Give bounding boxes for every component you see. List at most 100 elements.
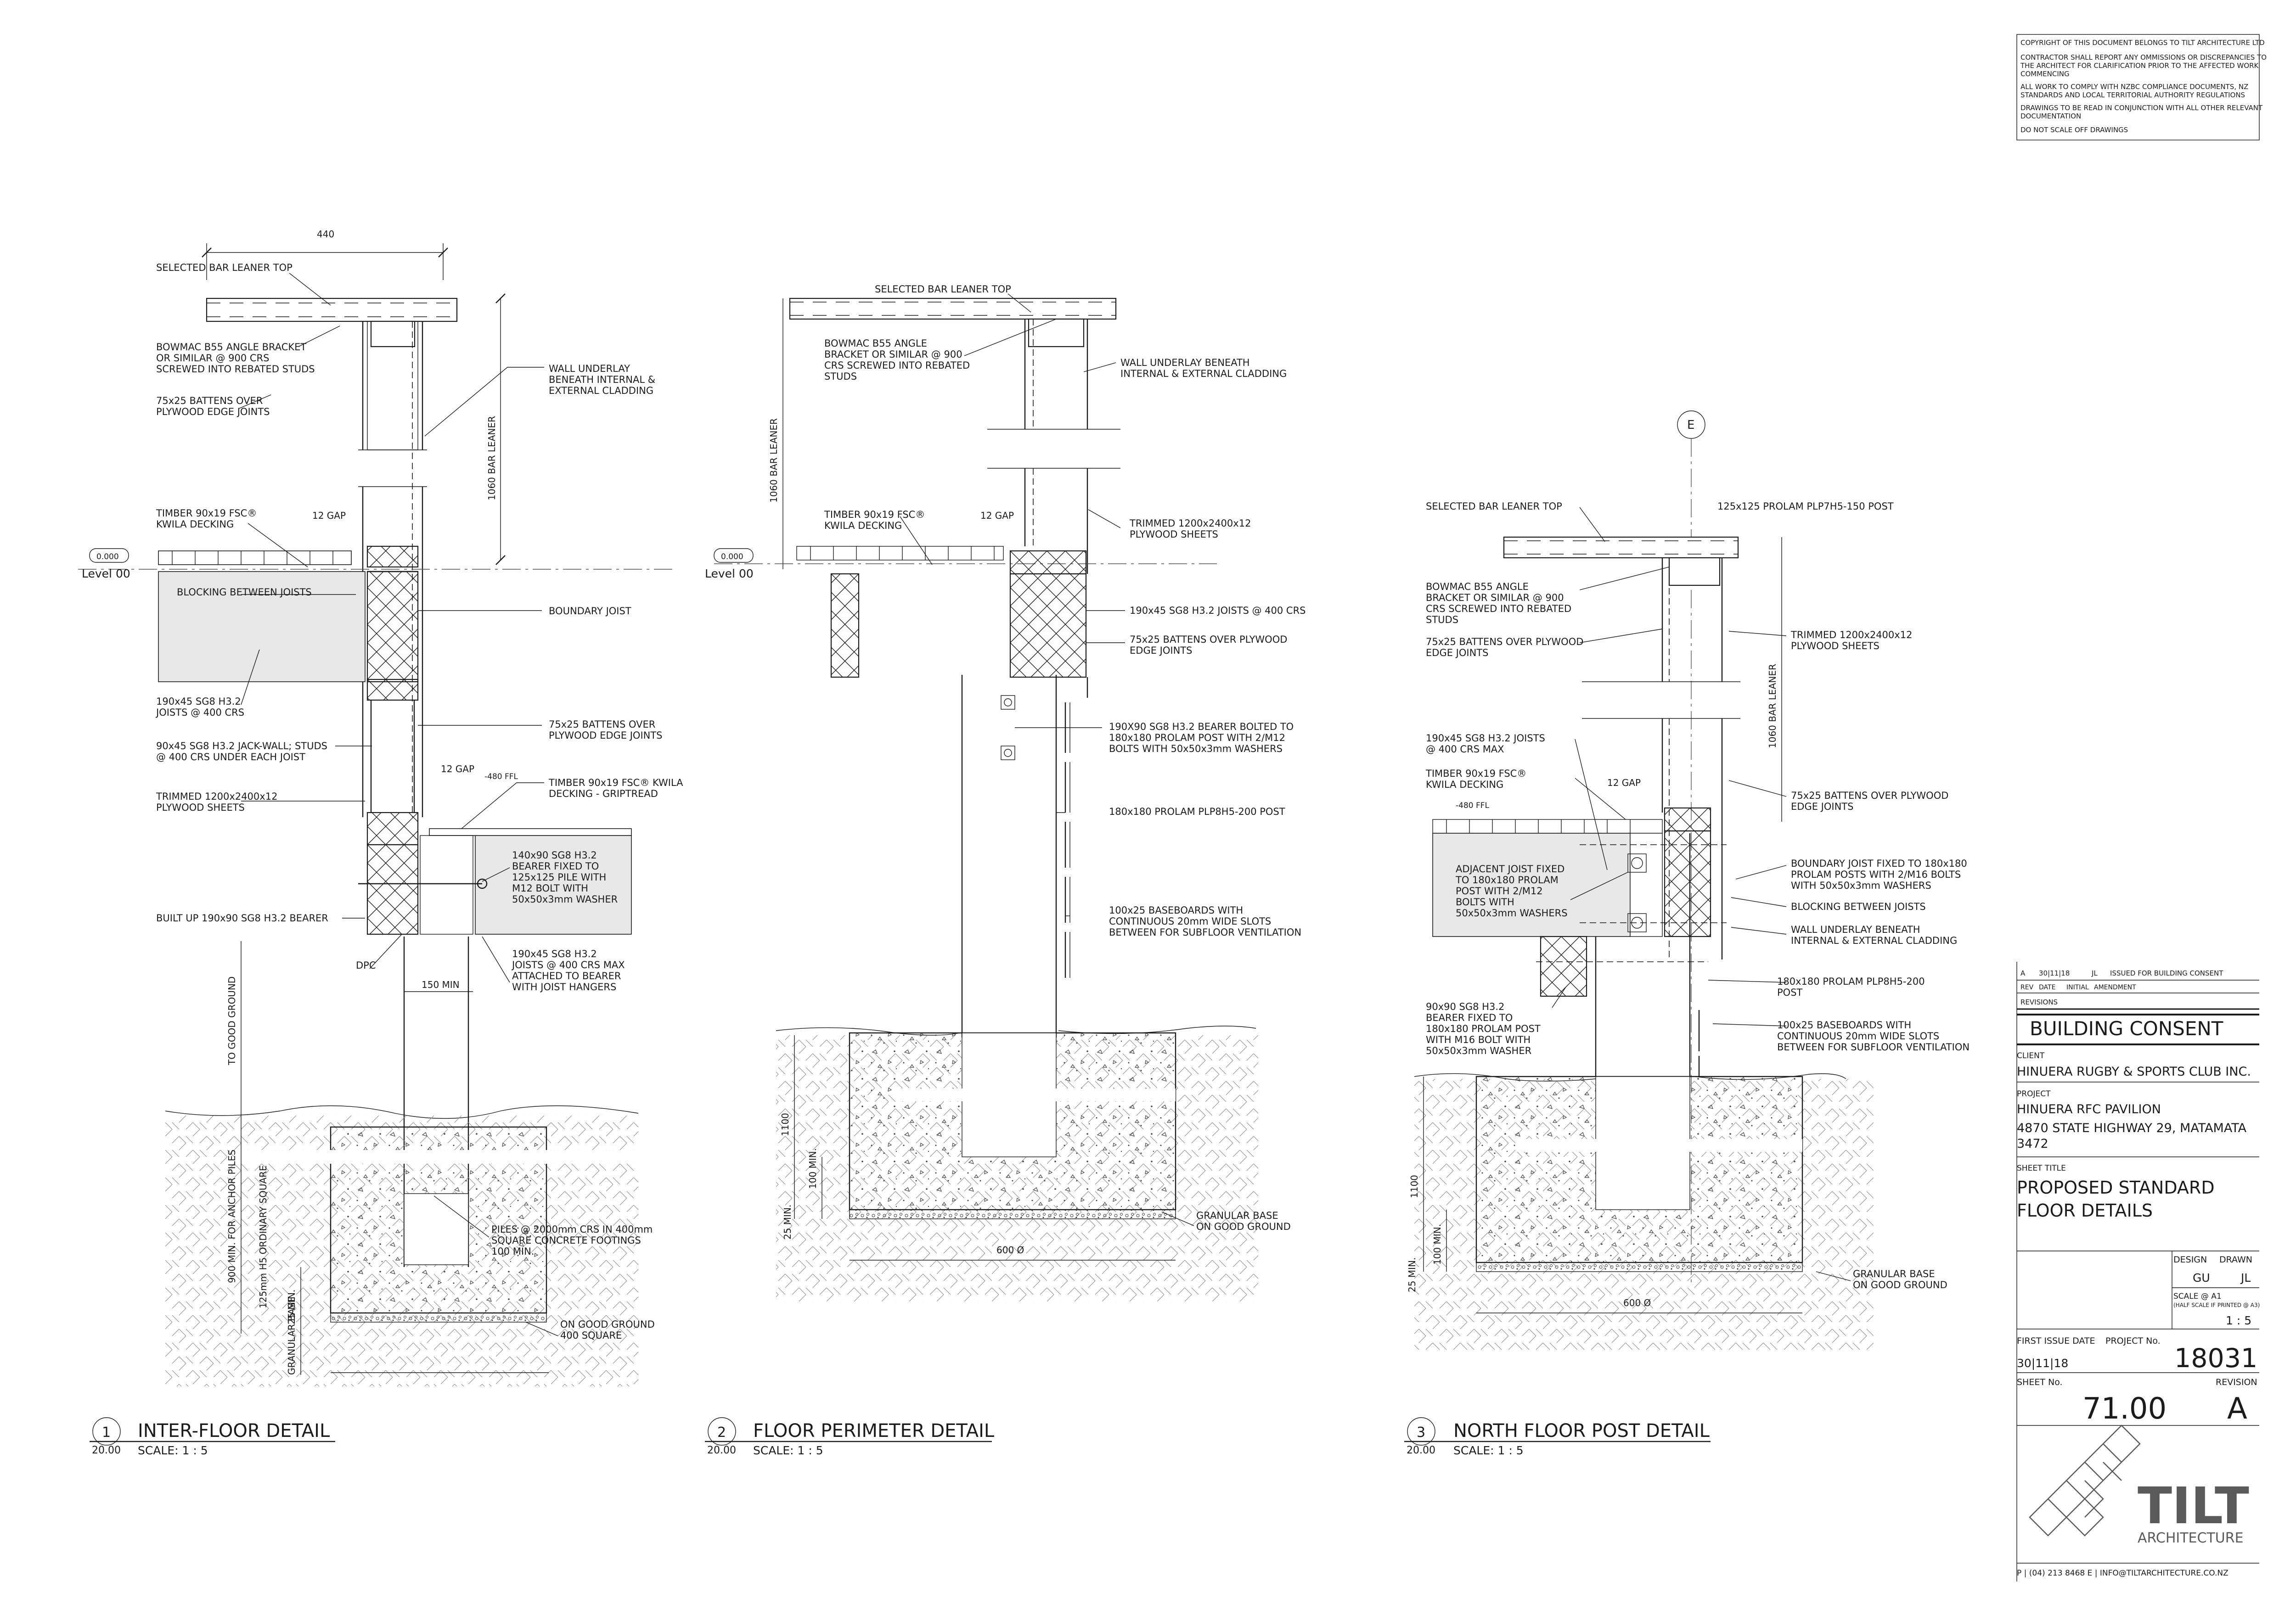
rev-header: AMENDMENT [2094,984,2136,991]
rev-header: DATE [2039,984,2055,991]
callout: OR SIMILAR @ 900 CRS [156,353,269,364]
note-line: COPYRIGHT OF THIS DOCUMENT BELONGS TO TI… [2020,39,2265,47]
callout: PLYWOOD SHEETS [1130,529,1218,540]
callout: 125x125 PILE WITH [512,872,606,883]
callout: 140x90 SG8 H3.2 [512,850,597,861]
project-name: HINUERA RFC PAVILION [2017,1102,2161,1116]
callout: CRS SCREWED INTO REBATED [824,360,970,371]
callout: SELECTED BAR LEANER TOP [156,262,293,273]
callout: PLYWOOD SHEETS [156,802,245,813]
detail-2-floor-perimeter: 1060 BAR LEANER 0.000 Level 00 1100 [705,284,1306,1457]
callout: TRIMMED 1200x2400x12 [1790,629,1912,640]
project-postcode: 3472 [2017,1137,2048,1151]
callout: GRANULAR BASE [1196,1210,1278,1221]
callout: 75x25 BATTENS OVER PLYWOOD [1791,790,1948,801]
callout: 190X90 SG8 H3.2 BEARER BOLTED TO [1109,721,1294,732]
sheet-title-line: FLOOR DETAILS [2017,1200,2153,1221]
note-line: THE ARCHITECT FOR CLARIFICATION PRIOR TO… [2020,62,2259,70]
sheet-no-label: SHEET No. [2017,1377,2063,1387]
callout: BENEATH INTERNAL & [549,374,655,385]
dim-label: 1060 BAR LEANER [486,416,497,500]
scale-label: SCALE @ A1 [2173,1292,2222,1301]
callout: 75x25 BATTENS OVER PLYWOOD [1426,636,1583,647]
dim-label: 12 GAP [980,510,1014,521]
callout: SELECTED BAR LEANER TOP [875,284,1011,295]
callout: 180x180 PROLAM POST WITH 2/M12 [1109,732,1285,743]
first-issue-date: 30|11|18 [2017,1357,2068,1370]
detail-number: 1 [102,1425,111,1441]
callout: BOWMAC B55 ANGLE [824,338,927,349]
callout: STUDS [1426,614,1458,625]
callout: SCREWED INTO REBATED STUDS [156,364,315,375]
callout: BOWMAC B55 ANGLE BRACKET [156,342,306,353]
callout: POST [1777,987,1803,998]
callout: CONTINUOUS 20mm WIDE SLOTS [1109,916,1271,927]
callout: 50x50x3mm WASHERS [1456,908,1568,919]
callout: KWILA DECKING [1426,779,1503,790]
callout: SQUARE CONCRETE FOOTINGS [491,1235,641,1246]
callout: 100 MIN. [491,1246,534,1257]
callout: BOLTS WITH [1456,897,1514,908]
callout: BOWMAC B55 ANGLE [1426,581,1529,592]
logo-subtitle: ARCHITECTURE [2138,1530,2244,1546]
callout: 100x25 BASEBOARDS WITH [1777,1020,1911,1031]
note-line: DRAWINGS TO BE READ IN CONJUNCTION WITH … [2020,104,2263,112]
drawn-initials: JL [2240,1271,2251,1284]
callout: EDGE JOINTS [1791,801,1853,812]
callout: KWILA DECKING [156,519,234,530]
general-notes-box: COPYRIGHT OF THIS DOCUMENT BELONGS TO TI… [2016,34,2267,140]
callout: BRACKET OR SIMILAR @ 900 [1426,592,1564,603]
detail-number: 3 [1417,1425,1425,1441]
callout: 75x25 BATTENS OVER PLYWOOD [1130,634,1287,645]
detail-scale: SCALE: 1 : 5 [138,1444,208,1457]
callout: 190x45 SG8 H3.2 [156,696,241,707]
callout: BRACKET OR SIMILAR @ 900 [824,349,962,360]
callout: 190x45 SG8 H3.2 [512,948,597,959]
callout: GRANULAR BASE [1853,1268,1935,1279]
detail-number: 2 [717,1425,726,1441]
note-line: DOCUMENTATION [2020,112,2081,120]
note-line: DO NOT SCALE OFF DRAWINGS [2020,126,2128,134]
callout: INTERNAL & EXTERNAL CLADDING [1120,368,1287,379]
callout: ON GOOD GROUND [560,1319,655,1330]
callout: BLOCKING BETWEEN JOISTS [1791,901,1926,912]
level-value: 0.000 [721,552,743,561]
grid-label: E [1687,418,1694,432]
revision-label: REVISION [2216,1377,2257,1387]
callout: WITH 50x50x3mm WASHERS [1791,880,1931,891]
detail-ref: 20.00 [92,1445,121,1456]
callout: WITH M16 BOLT WITH [1426,1034,1531,1045]
callout: 90x45 SG8 H3.2 JACK-WALL; STUDS [156,740,327,752]
design-initials: GU [2193,1271,2210,1284]
callout: WALL UNDERLAY BENEATH [1791,924,1920,935]
callout: DPC [356,960,376,971]
callout: STUDS [824,371,857,382]
rev-letter: A [2020,969,2026,977]
title-block: A 30|11|18 JL ISSUED FOR BUILDING CONSEN… [2016,962,2260,1582]
dim-label: 125mm H5 ORDINARY SQUARE [258,1165,269,1308]
detail-ref: 20.00 [707,1445,736,1456]
dim-label: 25 MIN. [1407,1257,1418,1292]
callout: EDGE JOINTS [1426,647,1488,658]
dim-label: 100 MIN. [807,1148,818,1189]
callout: TIMBER 90x19 FSC® KWILA [548,777,683,788]
callout: TO 180x180 PROLAM [1455,875,1559,886]
detail-title: INTER-FLOOR DETAIL [138,1420,330,1442]
callout: PLYWOOD SHEETS [1791,640,1880,651]
detail-3-north-floor-post: E 1060 BAR LEANER [1404,410,1970,1457]
callout: JOISTS @ 400 CRS [155,707,244,718]
callout: PROLAM POSTS WITH 2/M16 BOLTS [1791,869,1961,880]
note-line: ALL WORK TO COMPLY WITH NZBC COMPLIANCE … [2020,83,2248,91]
detail-ref: 20.00 [1407,1445,1435,1456]
project-number: 18031 [2174,1343,2257,1374]
callout: TRIMMED 1200x2400x12 [1129,518,1251,529]
callout: INTERNAL & EXTERNAL CLADDING [1791,935,1957,946]
sheet-scale: 1 : 5 [2226,1314,2251,1327]
callout: SELECTED BAR LEANER TOP [1426,501,1562,512]
callout: JOISTS @ 400 CRS MAX [511,959,625,970]
callout: POST WITH 2/M12 [1456,886,1543,897]
design-label: DESIGN [2173,1255,2207,1265]
dim-label: TO GOOD GROUND [226,976,237,1066]
callout: 90x90 SG8 H3.2 [1426,1001,1504,1012]
dim-label: 440 [317,229,334,240]
